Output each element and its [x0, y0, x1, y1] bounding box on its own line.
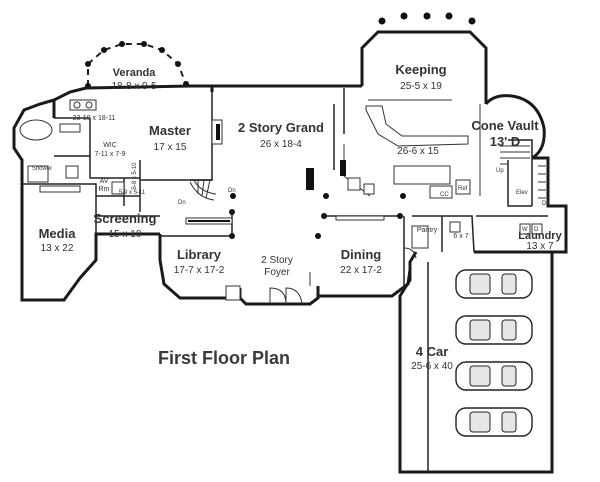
fixtures [19, 99, 543, 301]
washer-mark: W [522, 227, 528, 233]
dn-master-mark: Dn [228, 188, 236, 194]
car-3 [455, 361, 533, 391]
plan-marks: Dn Dn Dn Up Elev CC W D Ref [178, 168, 550, 233]
dryer-mark: D [534, 227, 539, 233]
hall-closet-size: 5-9 x 5-11 [119, 190, 146, 196]
library-name: Library [177, 247, 222, 262]
garage-name: 4 Car [416, 344, 449, 359]
dining-size: 22 x 17-2 [340, 265, 382, 276]
stairs [189, 145, 546, 201]
plan-title: First Floor Plan [158, 348, 290, 368]
car-2 [455, 315, 533, 345]
library-size: 17-7 x 17-2 [174, 265, 225, 276]
master-name: Master [149, 123, 191, 138]
cone-vault-size: 13' D [490, 134, 521, 149]
cc-mark: CC [440, 192, 449, 198]
garage-size: 25-6 x 40 [411, 361, 453, 372]
half-bath-size: 6 x 7 [453, 233, 468, 240]
av-name-line2: Rm [99, 186, 110, 193]
small-closet-size: 5-8 x 5-10 [132, 162, 138, 190]
foyer-name: 2 Story [261, 255, 293, 266]
laundry-name: Laundry [518, 230, 562, 242]
ref-mark: Ref [458, 186, 468, 192]
media-size: 13 x 22 [41, 243, 74, 254]
closet-size: 23-10 x 18-11 [73, 115, 116, 122]
up-mark: Up [496, 168, 504, 174]
wic-size: 7-11 x 7-9 [95, 151, 126, 158]
grand-size: 26 x 18-4 [260, 139, 302, 150]
keeping-size: 25-5 x 19 [400, 81, 442, 92]
veranda-name: Veranda [113, 67, 157, 79]
garage-cars [455, 269, 533, 437]
keeping-name: Keeping [395, 62, 446, 77]
car-1 [455, 269, 533, 299]
laundry-size: 13 x 7 [526, 241, 554, 252]
pantry-name: Pantry [417, 227, 438, 234]
dining-name: Dining [341, 247, 381, 262]
media-name: Media [39, 226, 77, 241]
shower-name: Shower [32, 166, 52, 172]
elev-mark: Elev [516, 190, 528, 196]
columns [229, 193, 406, 239]
cone-vault-name: Cone Vault [471, 118, 539, 133]
exterior-walls [12, 30, 568, 474]
room-labels: Veranda 18-8 x 9-5 Keeping 25-5 x 19 Mas… [32, 62, 563, 372]
keeping-bay [378, 12, 476, 25]
veranda-size: 18-8 x 9-5 [111, 81, 156, 92]
doors [269, 247, 417, 305]
car-4 [455, 407, 533, 437]
foyer-name-line2: Foyer [264, 267, 290, 278]
kitchen-size: 26-6 x 15 [397, 146, 439, 157]
dn-laundry-mark: Dn [542, 201, 550, 207]
dn-side-mark: Dn [178, 200, 186, 206]
screening-name: Screening [94, 211, 157, 226]
master-size: 17 x 15 [154, 142, 187, 153]
screening-size: 15 x 10 [109, 229, 142, 240]
av-name: AV [100, 178, 109, 185]
grand-name: 2 Story Grand [238, 120, 324, 135]
wic-name: WIC [103, 142, 117, 149]
